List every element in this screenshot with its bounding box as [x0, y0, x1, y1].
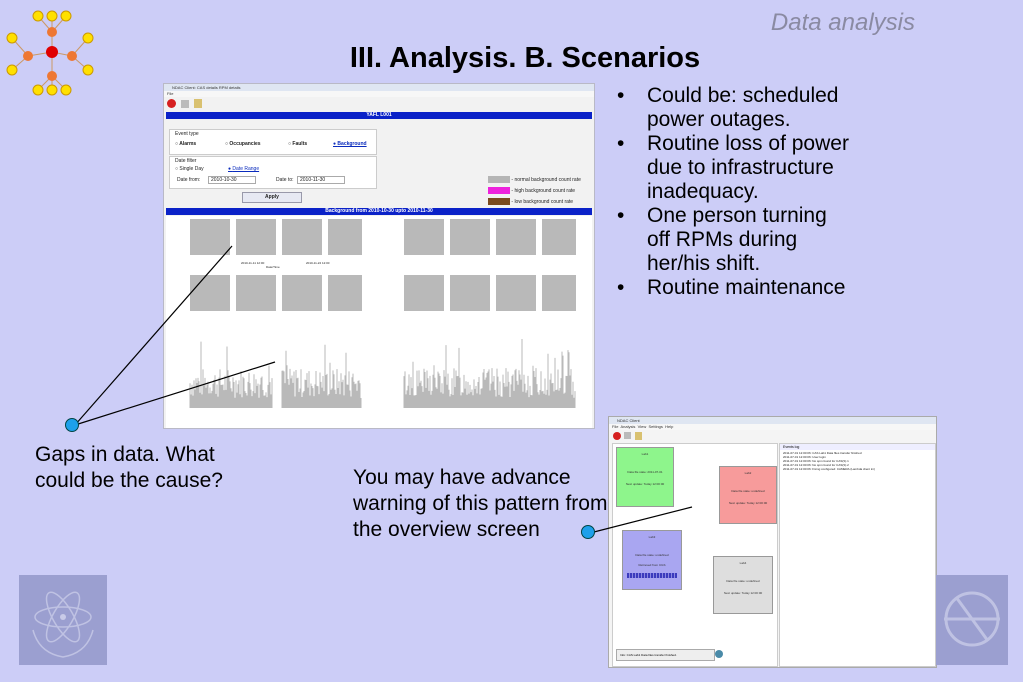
- x-tick: 2010-11-22 12:00: [306, 261, 330, 265]
- event-type-label: Event type: [175, 131, 199, 137]
- radio-background[interactable]: ● Background: [333, 141, 367, 147]
- plot-left-3: [188, 330, 364, 410]
- radio-alarms[interactable]: ○ Alarms: [175, 141, 197, 147]
- menu-file[interactable]: File: [612, 424, 619, 429]
- legend: - normal background count rate - high ba…: [488, 176, 581, 209]
- gaps-callout: Gaps in data. What could be the cause?: [35, 443, 223, 492]
- radio-date-range[interactable]: ● Date Range: [228, 166, 260, 172]
- date-filter-label: Date filter: [175, 158, 197, 164]
- callout-dot-gaps: [65, 418, 79, 432]
- date-from-input[interactable]: 2010-10-30: [208, 176, 256, 184]
- toolbar: [609, 430, 936, 442]
- stop-icon[interactable]: [613, 432, 621, 440]
- menu-help[interactable]: Help: [665, 424, 674, 429]
- apply-button[interactable]: Apply: [242, 192, 302, 203]
- events-log: 2011-07-01 12:00:06: CAS Lab1 Data files…: [783, 451, 875, 471]
- bullet-item: Routine maintenance: [610, 276, 850, 300]
- card-lab2[interactable]: Lab2 Data file state: undefined Next upd…: [719, 466, 777, 524]
- callout-line-1: [74, 245, 233, 426]
- slide-title: III. Analysis. B. Scenarios: [349, 42, 701, 74]
- menu-settings[interactable]: Settings: [648, 424, 663, 429]
- menu-analysis[interactable]: Analysis: [620, 424, 636, 429]
- rpm-details-screenshot: NDAC Client: CAS details RPM details Fil…: [163, 83, 595, 429]
- overview-screenshot: NDAC Client File Analysis View Settings …: [608, 416, 937, 668]
- stop-icon[interactable]: [167, 99, 176, 108]
- radio-faults[interactable]: ○ Faults: [288, 141, 308, 147]
- bullet-item: Routine loss of power due to infrastruct…: [610, 132, 850, 204]
- site-map: Lab1 Data file state: 2011-07-01 Next up…: [612, 443, 778, 667]
- window-title: NDAC Client: CAS details RPM details: [164, 84, 594, 91]
- wrench-icon[interactable]: [635, 432, 642, 440]
- station-bar: YAFL L001: [166, 112, 592, 119]
- iaea-logo: [19, 575, 107, 665]
- bullet-list: Could be: scheduled power outages. Routi…: [610, 84, 850, 300]
- callout-line-3: [589, 506, 693, 534]
- advance-callout: You may have advance warning of this pat…: [353, 466, 608, 541]
- wrench-icon[interactable]: [194, 99, 202, 108]
- network-logo: [6, 10, 94, 96]
- menu-view[interactable]: View: [637, 424, 647, 429]
- filter-icon[interactable]: [181, 100, 189, 108]
- date-to-label: Date to:: [276, 177, 294, 183]
- menu-bar: File Analysis View Settings Help: [609, 424, 936, 430]
- toolbar: [164, 97, 594, 111]
- window-title: NDAC Client: [609, 417, 936, 424]
- events-log-title: Events log: [780, 444, 935, 450]
- date-from-label: Date from:: [177, 177, 201, 183]
- partner-logo: [936, 575, 1008, 665]
- legend-low: - low background count rate: [488, 198, 581, 209]
- card-lab3[interactable]: Lab3 Data file state: undefined Retrieve…: [622, 530, 682, 590]
- events-log-panel: Events log 2011-07-01 12:00:06: CAS Lab1…: [779, 443, 936, 667]
- plots-area: 2010-11-11 12:00 2010-11-22 12:00 Date/T…: [166, 216, 592, 428]
- status-bar: Info: CAS Lab1 Data files transfer finis…: [616, 649, 715, 661]
- plot-left-1: [188, 218, 364, 258]
- legend-high: - high background count rate: [488, 187, 581, 198]
- x-label: Date/Time: [266, 265, 280, 269]
- radio-occupancies[interactable]: ○ Occupancies: [225, 141, 261, 147]
- globe-icon[interactable]: [715, 650, 723, 658]
- card-lab1[interactable]: Lab1 Data file state: 2011-07-01 Next up…: [616, 447, 674, 507]
- section-label: Data analysis: [770, 9, 915, 36]
- date-to-input[interactable]: 2010-11-30: [297, 176, 345, 184]
- x-tick: 2010-11-11 12:00: [241, 261, 265, 265]
- card-lab4[interactable]: Lab4 Data file state: undefined Next upd…: [713, 556, 773, 614]
- event-type-panel: Event type ○ Alarms ○ Occupancies ○ Faul…: [169, 129, 377, 155]
- callout-dot-advance: [581, 525, 595, 539]
- menu-file[interactable]: File: [164, 91, 594, 97]
- bullet-item: Could be: scheduled power outages.: [610, 84, 850, 132]
- date-filter-panel: Date filter ○ Single Day ● Date Range Da…: [169, 156, 377, 189]
- callout-line-2: [74, 361, 276, 426]
- plot-right-2: [402, 274, 578, 314]
- legend-normal: - normal background count rate: [488, 176, 581, 187]
- filter-icon[interactable]: [624, 432, 631, 439]
- radio-single-day[interactable]: ○ Single Day: [175, 166, 204, 172]
- plot-right-3: [402, 330, 578, 410]
- plot-left-2: [188, 274, 364, 314]
- plot-range-bar: Background from 2010-10-30 upto 2010-11-…: [166, 208, 592, 215]
- bullet-item: One person turning off RPMs during her/h…: [610, 204, 850, 276]
- plot-right-1: [402, 218, 578, 258]
